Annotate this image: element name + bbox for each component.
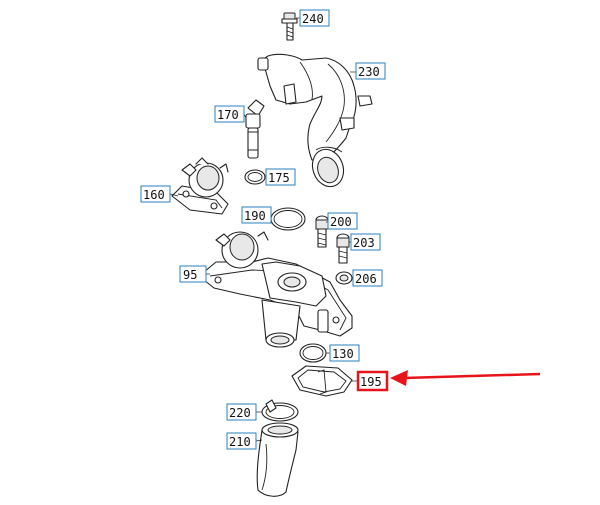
callout-175: 175 — [265, 168, 296, 186]
callout-130-text: 130 — [332, 347, 354, 361]
bolt-240 — [281, 12, 298, 41]
thermostat-cover-160 — [171, 157, 229, 215]
callout-230: 230 — [355, 62, 386, 80]
callout-210-text: 210 — [229, 435, 251, 449]
callout-220: 220 — [226, 403, 257, 421]
callout-95-text: 95 — [183, 268, 197, 282]
callout-170: 170 — [214, 105, 245, 123]
gasket-ring-190 — [270, 207, 306, 231]
callout-206-text: 206 — [355, 272, 377, 286]
hose-210 — [256, 422, 299, 497]
housing-95 — [203, 231, 353, 348]
callout-160-text: 160 — [143, 188, 165, 202]
callout-206: 206 — [352, 269, 383, 287]
bolt-203 — [336, 233, 350, 264]
hose-clamp-220 — [261, 399, 299, 422]
callout-210: 210 — [226, 432, 257, 450]
highlight-arrow — [390, 370, 541, 386]
bolt-200 — [315, 215, 329, 248]
gasket-195 — [291, 365, 353, 397]
callout-95: 95 — [179, 265, 207, 283]
callout-203: 203 — [350, 233, 381, 251]
callout-203-text: 203 — [353, 236, 375, 250]
callout-130: 130 — [329, 344, 360, 362]
callout-200: 200 — [327, 212, 358, 230]
callout-160: 160 — [140, 185, 171, 203]
callout-240: 240 — [299, 9, 330, 27]
coolant-pipe-230 — [257, 53, 373, 188]
o-ring-130 — [299, 343, 327, 363]
callout-195-text: 195 — [360, 375, 382, 389]
callout-195: 195 — [356, 370, 389, 392]
callout-175-text: 175 — [268, 171, 290, 185]
sensor-170 — [245, 99, 265, 159]
washer-206 — [335, 271, 353, 285]
callout-190: 190 — [241, 206, 272, 224]
o-ring-175 — [244, 169, 266, 185]
callout-240-text: 240 — [302, 12, 324, 26]
callout-230-text: 230 — [358, 65, 380, 79]
callout-200-text: 200 — [330, 215, 352, 229]
callout-190-text: 190 — [244, 209, 266, 223]
callout-220-text: 220 — [229, 406, 251, 420]
callout-170-text: 170 — [217, 108, 239, 122]
